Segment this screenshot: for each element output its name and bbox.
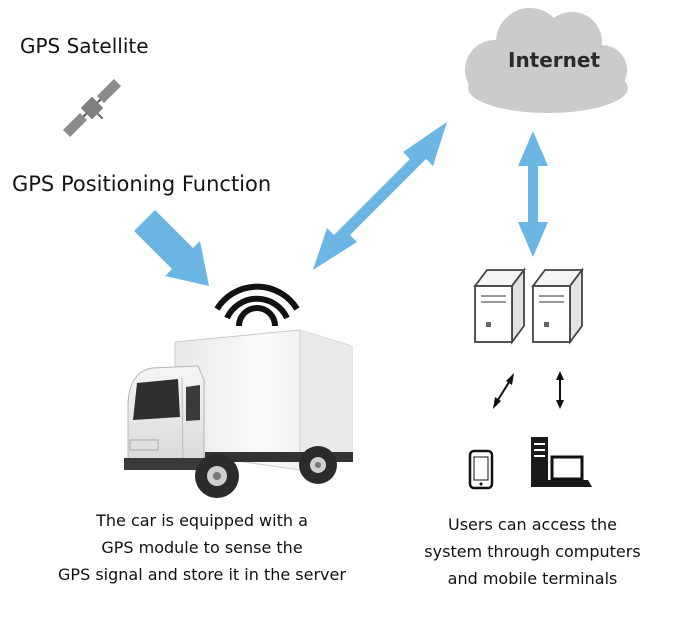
satellite-label: GPS Satellite xyxy=(20,34,149,58)
caption-line: GPS module to sense the xyxy=(101,538,303,557)
server-icon xyxy=(473,267,526,345)
server-icon xyxy=(531,267,584,345)
wifi-signal-icon xyxy=(214,283,300,327)
truck-icon xyxy=(124,329,353,498)
car-caption: The car is equipped with a GPS module to… xyxy=(22,507,382,588)
small-arrow-vertical xyxy=(556,371,564,409)
caption-line: GPS signal and store it in the server xyxy=(58,565,346,584)
desktop-computer-icon xyxy=(531,437,548,487)
arrow-positioning xyxy=(134,210,209,286)
laptop-icon xyxy=(542,455,592,487)
users-caption: Users can access the system through comp… xyxy=(395,511,670,592)
caption-line: system through computers xyxy=(424,542,641,561)
cloud-icon xyxy=(465,8,628,113)
caption-line: and mobile terminals xyxy=(447,569,618,588)
arrow-internet-server xyxy=(518,131,548,257)
small-arrow-diagonal xyxy=(493,373,514,409)
smartphone-icon xyxy=(468,449,494,490)
caption-line: The car is equipped with a xyxy=(96,511,308,530)
caption-line: Users can access the xyxy=(448,515,617,534)
arrow-truck-internet xyxy=(313,122,447,270)
satellite-icon xyxy=(63,79,121,137)
positioning-label: GPS Positioning Function xyxy=(12,172,272,196)
internet-label: Internet xyxy=(508,48,601,72)
